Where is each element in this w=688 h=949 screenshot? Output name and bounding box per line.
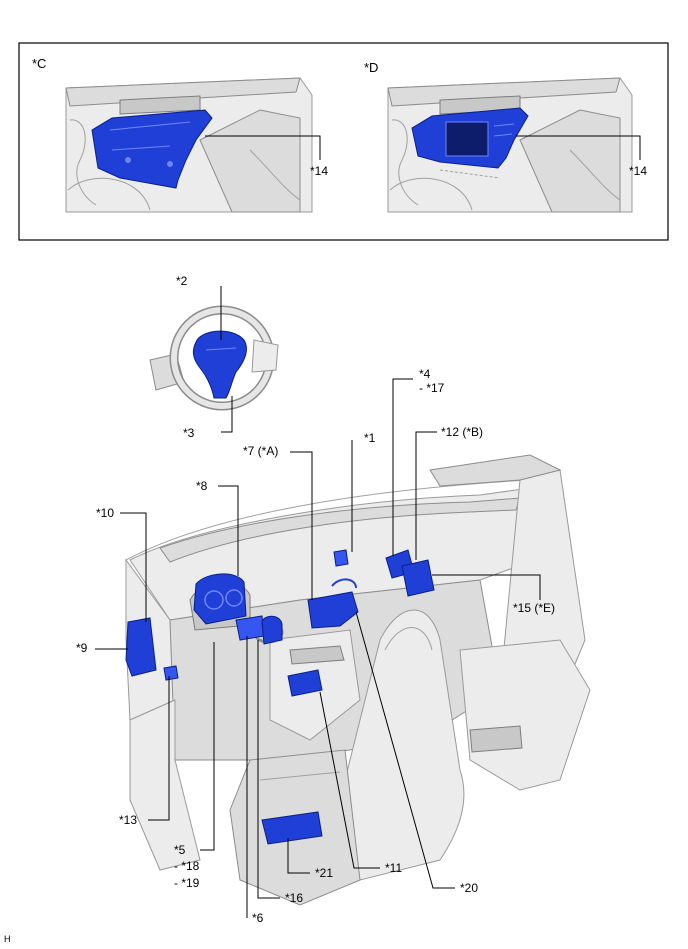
part-9-module [125,617,157,677]
inset-c-leader [205,135,321,160]
leader-lines [95,286,541,918]
callout-7: *7 (*A) [243,444,278,458]
callout-9: *9 [76,641,88,655]
part-21-module [261,811,323,845]
callout-5: *5 [174,843,186,857]
callout-1: *1 [364,431,376,445]
callout-20: *20 [460,881,478,895]
part-13-sensor [163,665,179,681]
cabin-illustration [125,454,591,906]
callout-15: *15 (*E) [513,601,555,615]
inset-c-tag: *C [32,56,46,71]
inset-d-tag: *D [364,60,378,75]
inset-c-highlighted-panel [91,109,213,189]
callout-2: *2 [176,274,188,288]
callout-12: *12 (*B) [441,425,483,439]
callout-3: *3 [183,426,195,440]
callout-8: *8 [196,479,208,493]
inset-d-display-screen [445,121,489,157]
corner-mark: H [4,934,11,944]
callout-17: - *17 [419,381,445,395]
callout-16: *16 [285,891,303,905]
inset-c-callout: *14 [310,164,328,178]
part-11-airbag-module [287,669,323,697]
part-5-switch [235,615,265,641]
callout-13: *13 [119,813,137,827]
callout-21: *21 [315,866,333,880]
part-7-airbag-sensor [307,591,359,629]
callout-4: *4 [419,367,431,381]
callout-10: *10 [96,506,114,520]
part-16-spiral-cable [261,615,283,645]
callout-6: *6 [252,911,264,925]
inset-c-illustration [65,77,313,213]
steering-wheel-illustration [149,305,279,411]
callout-19: - *19 [174,876,200,890]
inset-d-callout: *14 [629,164,647,178]
inset-d-illustration [387,77,633,213]
callout-11: *11 [385,861,402,875]
part-8-combination-meter [193,573,247,625]
part-12-ecu [401,559,435,597]
steering-wheel-pad [192,330,247,399]
part-1-sensor [333,549,349,567]
callout-18: - *18 [174,859,200,873]
inset-d-leader [516,135,641,160]
